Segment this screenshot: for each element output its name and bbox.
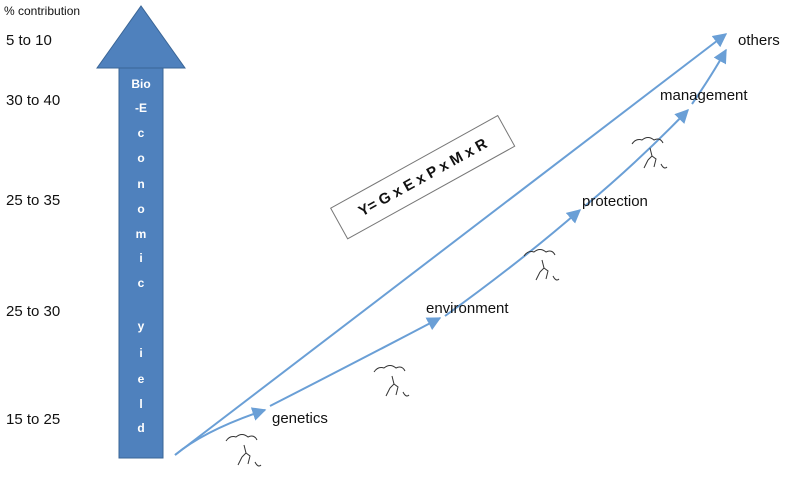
contribution-label-protection: 25 to 35 <box>6 192 61 209</box>
contribution-axis-title: % contribution <box>4 4 81 18</box>
stage-label-others: others <box>738 32 780 49</box>
arrow-letter: e <box>138 372 145 386</box>
arrow-letter: m <box>136 227 147 241</box>
stage-path <box>174 48 727 456</box>
contribution-label-genetics: 15 to 25 <box>6 411 61 428</box>
stage-label-environment: environment <box>426 300 509 317</box>
arrow-letter: Bio <box>131 77 150 91</box>
arrow-letter: c <box>138 276 145 290</box>
figure-doodle-4 <box>631 137 668 169</box>
figure-doodle-3 <box>523 249 560 281</box>
arrow-letter: -E <box>135 101 147 115</box>
contribution-label-others: 5 to 10 <box>6 32 52 49</box>
arrow-letter: i <box>139 251 142 265</box>
arrow-letter: o <box>137 202 144 216</box>
arrow-letter: c <box>138 126 145 140</box>
arrow-letter: y <box>138 319 145 333</box>
arrow-letter: l <box>139 397 142 411</box>
figure-doodle-1 <box>225 434 262 467</box>
arrow-letter: d <box>137 421 144 435</box>
figure-doodle-2 <box>373 365 410 397</box>
arrow-letter: i <box>139 346 142 360</box>
contribution-label-management: 30 to 40 <box>6 92 61 109</box>
stage-label-management: management <box>660 87 748 104</box>
stage-label-genetics: genetics <box>272 410 328 427</box>
overall-yield-line <box>174 33 728 456</box>
arrow-letter: n <box>137 177 144 191</box>
contribution-label-environment: 25 to 30 <box>6 303 61 320</box>
stage-label-protection: protection <box>582 193 648 210</box>
arrow-letter: o <box>137 151 144 165</box>
